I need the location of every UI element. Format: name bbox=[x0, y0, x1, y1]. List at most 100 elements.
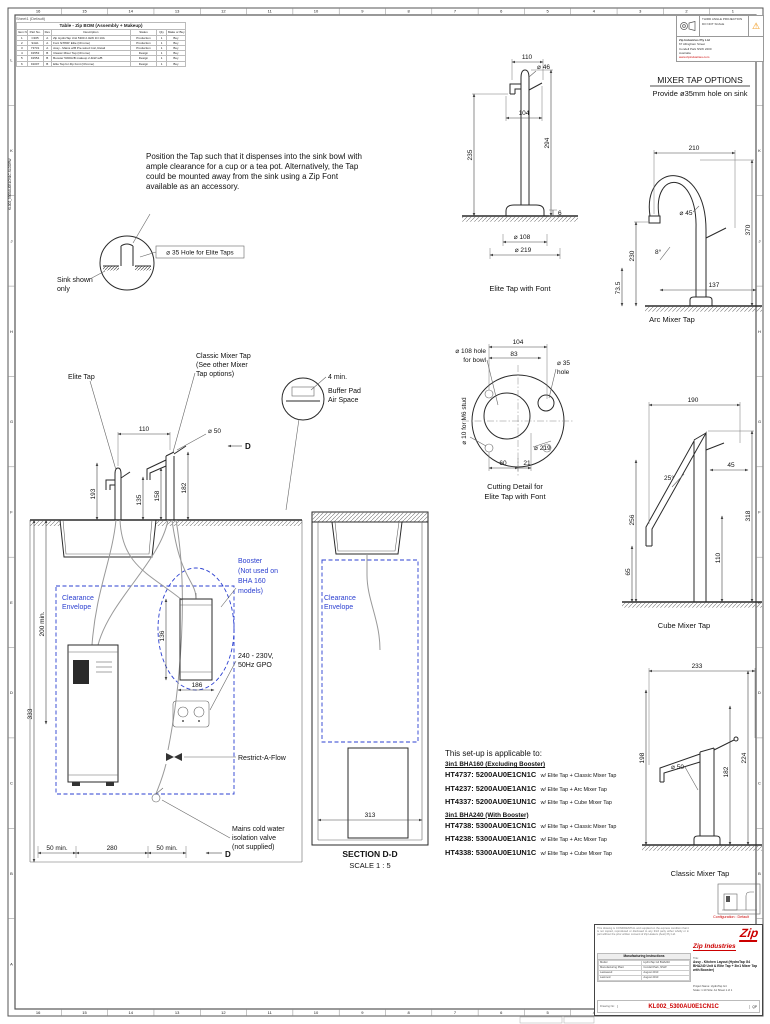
grid-ref-label: K bbox=[758, 148, 761, 153]
drawing-fields: Project Name: HydroTap G4 Scale: 1:10 Si… bbox=[693, 985, 733, 993]
cd-dim-104: 104 bbox=[513, 339, 524, 346]
classic-dim-50: ⌀ 50 bbox=[671, 764, 684, 771]
arc-mixer-view: 210 ⌀ 45 370 230 8° 73.5 137 Arc Mixer T… bbox=[615, 145, 762, 324]
cube-dim-318: 318 bbox=[745, 510, 752, 521]
hydrotap-unit bbox=[67, 644, 119, 786]
arc-dim-370: 370 bbox=[745, 224, 752, 235]
ef-dim-219: ⌀ 219 bbox=[515, 247, 532, 254]
revision: QP bbox=[749, 1004, 759, 1009]
grid-ref-label: H bbox=[758, 329, 761, 334]
hole35-box-label: ⌀ 35 Hole for Elite Taps bbox=[166, 250, 234, 257]
grid-ref-label: 8 bbox=[408, 1010, 411, 1015]
company-name: Zip Industries Pty Ltd bbox=[679, 38, 710, 42]
classic-mixer-label-1: Classic Mixer Tap bbox=[196, 353, 251, 360]
grid-ref-label: F bbox=[10, 510, 13, 515]
section-clearance-1: Clearance bbox=[324, 595, 356, 602]
grid-ref-label: K bbox=[10, 148, 13, 153]
elite-font-title: Elite Tap with Font bbox=[489, 284, 551, 293]
classic-mixer-label-2: (See other Mixer bbox=[196, 362, 248, 369]
arc-dim-735: 73.5 bbox=[615, 281, 622, 294]
mixer-options-subtitle: Provide ø35mm hole on sink bbox=[652, 89, 747, 98]
grid-ref-label: J bbox=[11, 238, 13, 243]
do-not-scale-label: DO NOT SCALE bbox=[702, 21, 725, 26]
classic-mixer-label-3: Tap options) bbox=[196, 371, 234, 378]
arc-dim-45: ⌀ 45 bbox=[680, 210, 693, 217]
section-title: SECTION D-D bbox=[342, 849, 397, 859]
grid-ref-label: 16 bbox=[36, 9, 41, 14]
booster-note-4: models) bbox=[238, 588, 263, 595]
grid-ref-label: L bbox=[10, 58, 13, 63]
buffer-pad-label-1: Buffer Pad bbox=[328, 388, 361, 395]
company-website: www.zipindustries.com bbox=[679, 55, 710, 60]
grid-ref-label: G bbox=[758, 419, 761, 424]
confidentiality-note: This drawing is CONFIDENTIAL and supplie… bbox=[597, 927, 689, 937]
grid-ref-label: 2 bbox=[685, 9, 688, 14]
section-dd-view: Clearance Envelope 313 SECTION D-D SCALE… bbox=[311, 511, 429, 870]
arc-title: Arc Mixer Tap bbox=[649, 315, 695, 324]
dim-110-main: 110 bbox=[139, 426, 150, 433]
cube-dim-25deg: 25° bbox=[664, 474, 674, 482]
section-flag-top: D bbox=[245, 442, 251, 451]
restrict-note: Restrict-A-Flow bbox=[238, 755, 287, 762]
dim-136: 136 bbox=[159, 630, 166, 641]
cutting-detail-view: 104 83 ⌀ 108 hole for bowl ⌀ 35 hole ⌀ 1… bbox=[455, 339, 574, 501]
grid-ref-label: 6 bbox=[500, 9, 503, 14]
grid-ref-label: 14 bbox=[129, 1010, 134, 1015]
grid-ref-label: 4 bbox=[593, 9, 596, 14]
grid-ref-label: D bbox=[10, 690, 13, 695]
drawing-number-row: Drawing No: KL002_5300AU0E1CN1C QP bbox=[597, 1000, 760, 1013]
cd-hole35-2: hole bbox=[557, 369, 570, 376]
grid-ref-label: 14 bbox=[129, 9, 134, 14]
elite-font-view: 110 ⌀ 46 104 294 235 6 ⌀ 108 ⌀ 219 Elite… bbox=[462, 54, 578, 293]
gpo-note-2: 50Hz GPO bbox=[238, 662, 272, 669]
clearance-label-1: Clearance bbox=[62, 595, 94, 602]
bom-header-row: Item No. Part No. Rev Description Status… bbox=[16, 29, 187, 36]
cube-dim-190: 190 bbox=[688, 397, 699, 404]
configuration-caption: Configuration : Default bbox=[713, 915, 749, 919]
grid-ref-label: 12 bbox=[221, 9, 226, 14]
dim-333: 333 bbox=[27, 708, 34, 719]
cube-title: Cube Mixer Tap bbox=[658, 621, 710, 630]
configuration-image bbox=[717, 883, 761, 915]
brand-name: Zip Industries bbox=[693, 943, 736, 952]
grid-ref-label: 13 bbox=[175, 1010, 180, 1015]
ef-dim-6: 6 bbox=[558, 210, 562, 217]
third-angle-symbol-icon bbox=[677, 16, 700, 36]
gpo-note-1: 240 - 230V, bbox=[238, 653, 274, 660]
projection-label: THIRD ANGLE PROJECTION bbox=[702, 17, 743, 21]
cube-dim-110: 110 bbox=[715, 552, 722, 563]
manufacturing-header: Manufacturing Instructions bbox=[598, 954, 690, 961]
booster-note-1: Booster bbox=[238, 558, 263, 565]
grid-ref-label: 6 bbox=[500, 1010, 503, 1015]
arc-dim-137: 137 bbox=[709, 282, 720, 289]
grid-ref-label: 15 bbox=[82, 9, 87, 14]
applicability-note: This set-up is applicable to: 3in1 BHA16… bbox=[445, 749, 660, 859]
grid-ref-label: C bbox=[758, 781, 761, 786]
ef-dim-108: ⌀ 108 bbox=[514, 234, 531, 241]
clearance-label-2: Envelope bbox=[62, 604, 91, 611]
dim-50min-right: 50 min. bbox=[156, 845, 178, 852]
projection-stamp: THIRD ANGLE PROJECTION DO NOT SCALE ⚠ Zi… bbox=[676, 15, 764, 62]
grid-ref-label: B bbox=[10, 871, 13, 876]
grid-ref-label: 10 bbox=[314, 1010, 319, 1015]
section-flag-bottom: D bbox=[225, 850, 231, 859]
cd-m6-label: ⌀ 10 for M6 stud bbox=[461, 397, 468, 445]
cd-dim-219: ⌀ 219 bbox=[534, 445, 551, 452]
restrict-a-flow-valve bbox=[166, 753, 182, 761]
company-address-1: 67 Allingham Street bbox=[679, 42, 706, 47]
dim-193: 193 bbox=[90, 488, 97, 499]
buffer-pad-label-2: Air Space bbox=[328, 397, 358, 404]
grid-ref-label: 10 bbox=[314, 9, 319, 14]
bom-table: Table - Zip BOM (Assembly + Makeup) Item… bbox=[16, 21, 188, 67]
sink-hole-detail: Sink shown only ⌀ 35 Hole for Elite Taps bbox=[57, 213, 245, 293]
applicability-item: HT4238: 5300AU0E1AN1C w/ Elite Tap + Arc… bbox=[445, 834, 607, 843]
grid-ref-label: G bbox=[10, 419, 13, 424]
